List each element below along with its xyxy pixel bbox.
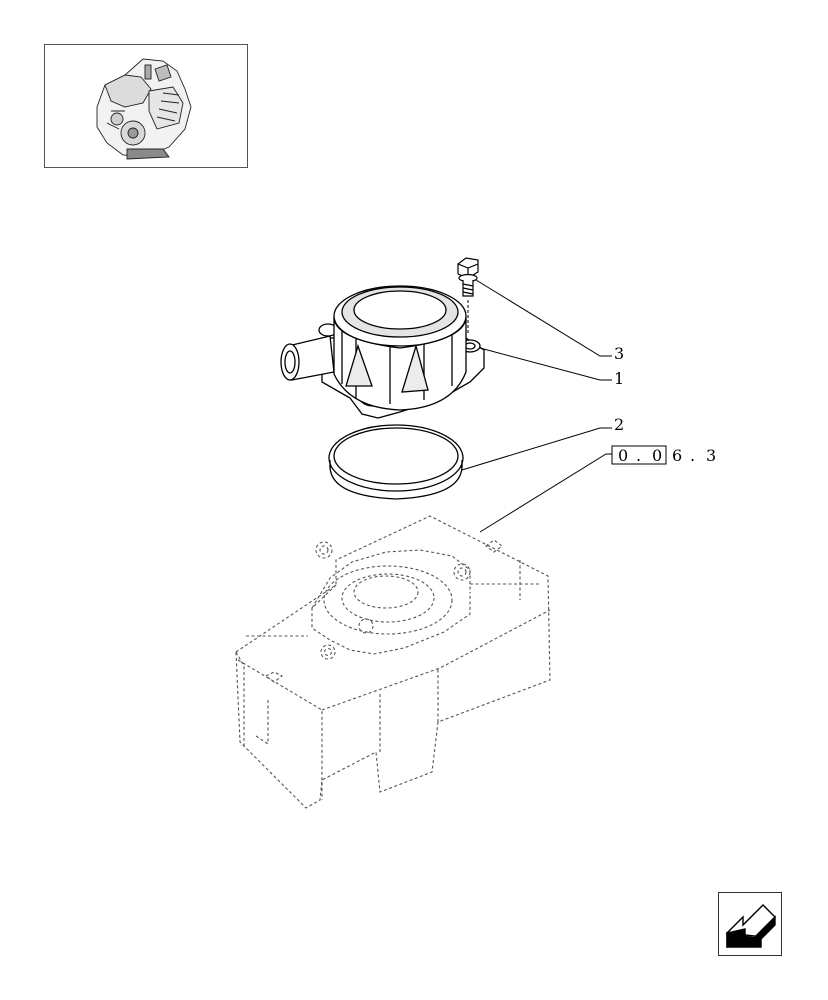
bolt [457,257,479,334]
leader-lines [461,279,612,533]
leader-line-reference [479,453,612,533]
reference-digit-3: 6 [672,446,682,465]
leader-line-1 [479,347,612,381]
engine-thumbnail-icon [96,58,192,160]
leader-line-3 [475,279,612,357]
leader-line-2 [461,427,612,471]
back-navigation-button[interactable] [718,892,782,956]
callout-1: 1 [614,369,624,388]
reference-digit-1: 0 [618,446,628,465]
reference-number[interactable]: 0 . 0 6 . 3 [611,445,716,465]
reference-dot-2: . [690,446,695,465]
reference-digit-2: 0 [652,446,662,465]
reference-dot-1: . [636,446,641,465]
breather-housing [280,285,485,419]
back-arrow-icon [725,904,776,948]
callout-3: 3 [614,344,624,363]
rocker-cover-outline [235,515,551,809]
callout-2: 2 [614,415,624,434]
reference-digit-4: 3 [706,446,716,465]
reference-box [611,445,667,465]
gasket-ring [328,424,464,500]
engine-thumbnail[interactable] [44,44,248,168]
